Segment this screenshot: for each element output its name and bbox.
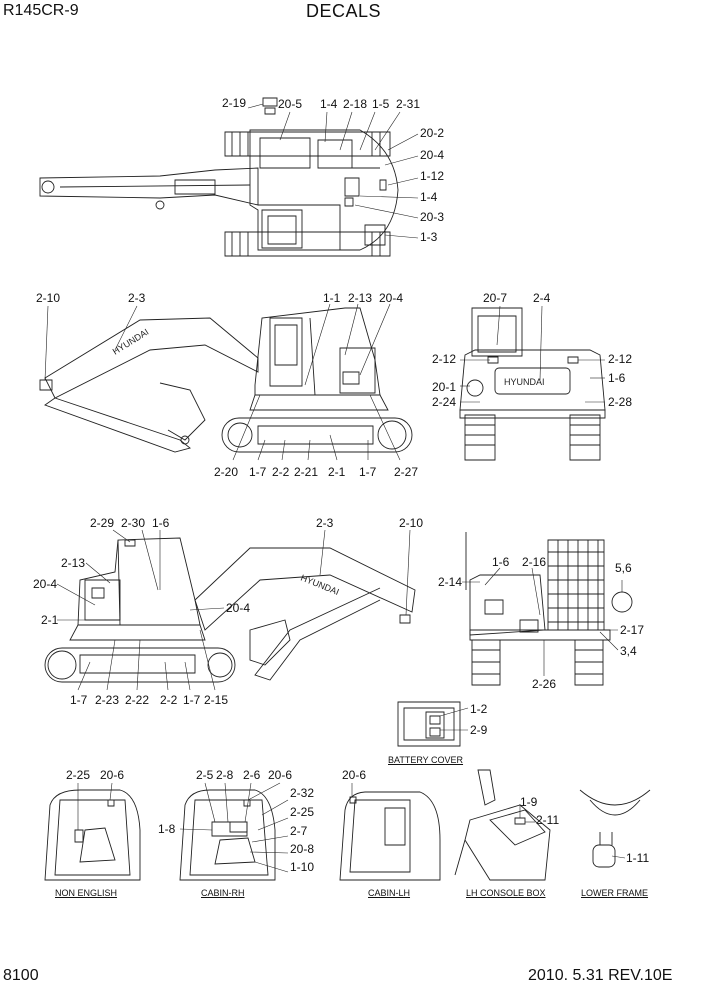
callout-label: 20-6 bbox=[100, 768, 125, 782]
callout-label: 20-4 bbox=[420, 148, 445, 162]
callout-label: 2-14 bbox=[438, 575, 463, 589]
callout-label: 2-8 bbox=[216, 768, 234, 782]
non-english-cabin-drawing bbox=[45, 790, 140, 880]
callout-label: 2-10 bbox=[399, 516, 424, 530]
cabin-rh-caption: CABIN-RH bbox=[201, 888, 245, 898]
callout-label: 2-17 bbox=[620, 623, 645, 637]
battery-cover-drawing bbox=[398, 702, 460, 746]
callout-label: 2-2 bbox=[272, 465, 290, 479]
callout-label: 2-5 bbox=[196, 768, 214, 782]
lh-console-caption: LH CONSOLE BOX bbox=[466, 888, 546, 898]
callout-label: 1-7 bbox=[70, 693, 88, 707]
callout-label: 2-20 bbox=[214, 465, 239, 479]
top-view-drawing bbox=[40, 98, 398, 256]
callout-label: 2-18 bbox=[343, 97, 368, 111]
callout-label: 2-13 bbox=[348, 291, 373, 305]
cabin-rh-drawing bbox=[180, 790, 275, 880]
callout-label: 20-4 bbox=[226, 601, 251, 615]
callout-label: 2-29 bbox=[90, 516, 115, 530]
callout-label: 2-31 bbox=[396, 97, 421, 111]
callout-label: 1-9 bbox=[520, 795, 538, 809]
cabin-lh-drawing bbox=[340, 792, 440, 880]
rear-view-drawing: HYUNDAI bbox=[460, 308, 605, 460]
callout-label: 2-1 bbox=[41, 613, 59, 627]
callout-label: 1-4 bbox=[320, 97, 338, 111]
callout-label: 20-6 bbox=[268, 768, 293, 782]
callout-label: 2-24 bbox=[432, 395, 457, 409]
callout-label: 2-15 bbox=[204, 693, 229, 707]
callout-label: 20-4 bbox=[379, 291, 404, 305]
page-title: DECALS bbox=[306, 1, 382, 21]
callout-label: 2-30 bbox=[121, 516, 146, 530]
lower-frame-caption: LOWER FRAME bbox=[581, 888, 649, 898]
callout-label: 1-6 bbox=[152, 516, 170, 530]
callout-label: 3,4 bbox=[620, 644, 637, 658]
callout-label: 2-19 bbox=[222, 96, 247, 110]
model-number: R145CR-9 bbox=[3, 2, 79, 19]
callout-label: 2-3 bbox=[128, 291, 146, 305]
callout-label: 2-23 bbox=[95, 693, 120, 707]
callout-label: 1-7 bbox=[359, 465, 377, 479]
callout-label: 2-21 bbox=[294, 465, 319, 479]
callout-label: 2-28 bbox=[608, 395, 633, 409]
callout-label: 1-1 bbox=[323, 291, 341, 305]
left-side-view-drawing: HYUNDAI bbox=[40, 308, 412, 452]
callout-label: 20-3 bbox=[420, 210, 445, 224]
callout-label: 2-16 bbox=[522, 555, 547, 569]
callout-label: 2-7 bbox=[290, 824, 308, 838]
non-english-caption: NON ENGLISH bbox=[55, 888, 118, 898]
callout-label: 1-7 bbox=[183, 693, 201, 707]
page-number: 8100 bbox=[3, 967, 39, 984]
callout-label: 2-1 bbox=[328, 465, 346, 479]
rear-brand-text: HYUNDAI bbox=[504, 377, 545, 387]
callout-label: 2-27 bbox=[394, 465, 419, 479]
revision-date: 2010. 5.31 REV.10E bbox=[528, 967, 673, 984]
callout-label: 1-11 bbox=[626, 851, 650, 865]
callout-label: 2-4 bbox=[533, 291, 551, 305]
callout-label: 20-4 bbox=[33, 577, 58, 591]
leader-lines bbox=[45, 104, 625, 872]
battery-cover-caption: BATTERY COVER bbox=[388, 755, 464, 765]
callout-label: 20-5 bbox=[278, 97, 303, 111]
front-view-drawing bbox=[466, 532, 632, 685]
callout-label: 2-25 bbox=[66, 768, 91, 782]
callout-label: 1-2 bbox=[470, 702, 488, 716]
callout-label: 2-9 bbox=[470, 723, 488, 737]
callout-label: 5,6 bbox=[615, 561, 632, 575]
callout-label: 2-32 bbox=[290, 786, 315, 800]
callout-label: 20-2 bbox=[420, 126, 445, 140]
callout-label: 2-26 bbox=[532, 677, 557, 691]
callout-label: 1-3 bbox=[420, 230, 438, 244]
callout-label: 20-8 bbox=[290, 842, 315, 856]
callout-label: 20-6 bbox=[342, 768, 367, 782]
cabin-lh-caption: CABIN-LH bbox=[368, 888, 411, 898]
callout-label: 1-6 bbox=[608, 371, 626, 385]
callout-label: 1-4 bbox=[420, 190, 438, 204]
callout-label: 2-10 bbox=[36, 291, 61, 305]
callout-label: 2-11 bbox=[536, 813, 560, 827]
callout-label: 20-1 bbox=[432, 380, 457, 394]
callout-label: 2-12 bbox=[608, 352, 633, 366]
boom-brand-text-right: HYUNDAI bbox=[299, 573, 340, 597]
callout-label: 20-7 bbox=[483, 291, 508, 305]
callout-label: 1-6 bbox=[492, 555, 510, 569]
callout-label: 1-8 bbox=[158, 822, 176, 836]
callout-label: 1-5 bbox=[372, 97, 390, 111]
callout-label: 2-25 bbox=[290, 805, 315, 819]
callout-label: 1-10 bbox=[290, 860, 315, 874]
callout-label: 2-2 bbox=[160, 693, 178, 707]
callout-label: 1-12 bbox=[420, 169, 445, 183]
boom-brand-text-left: HYUNDAI bbox=[111, 327, 151, 357]
callout-label: 1-7 bbox=[249, 465, 267, 479]
callout-label: 2-12 bbox=[432, 352, 457, 366]
callout-label: 2-13 bbox=[61, 556, 86, 570]
callout-label: 2-3 bbox=[316, 516, 334, 530]
lower-frame-drawing bbox=[580, 790, 650, 867]
callout-label: 2-6 bbox=[243, 768, 261, 782]
callout-label: 2-22 bbox=[125, 693, 150, 707]
